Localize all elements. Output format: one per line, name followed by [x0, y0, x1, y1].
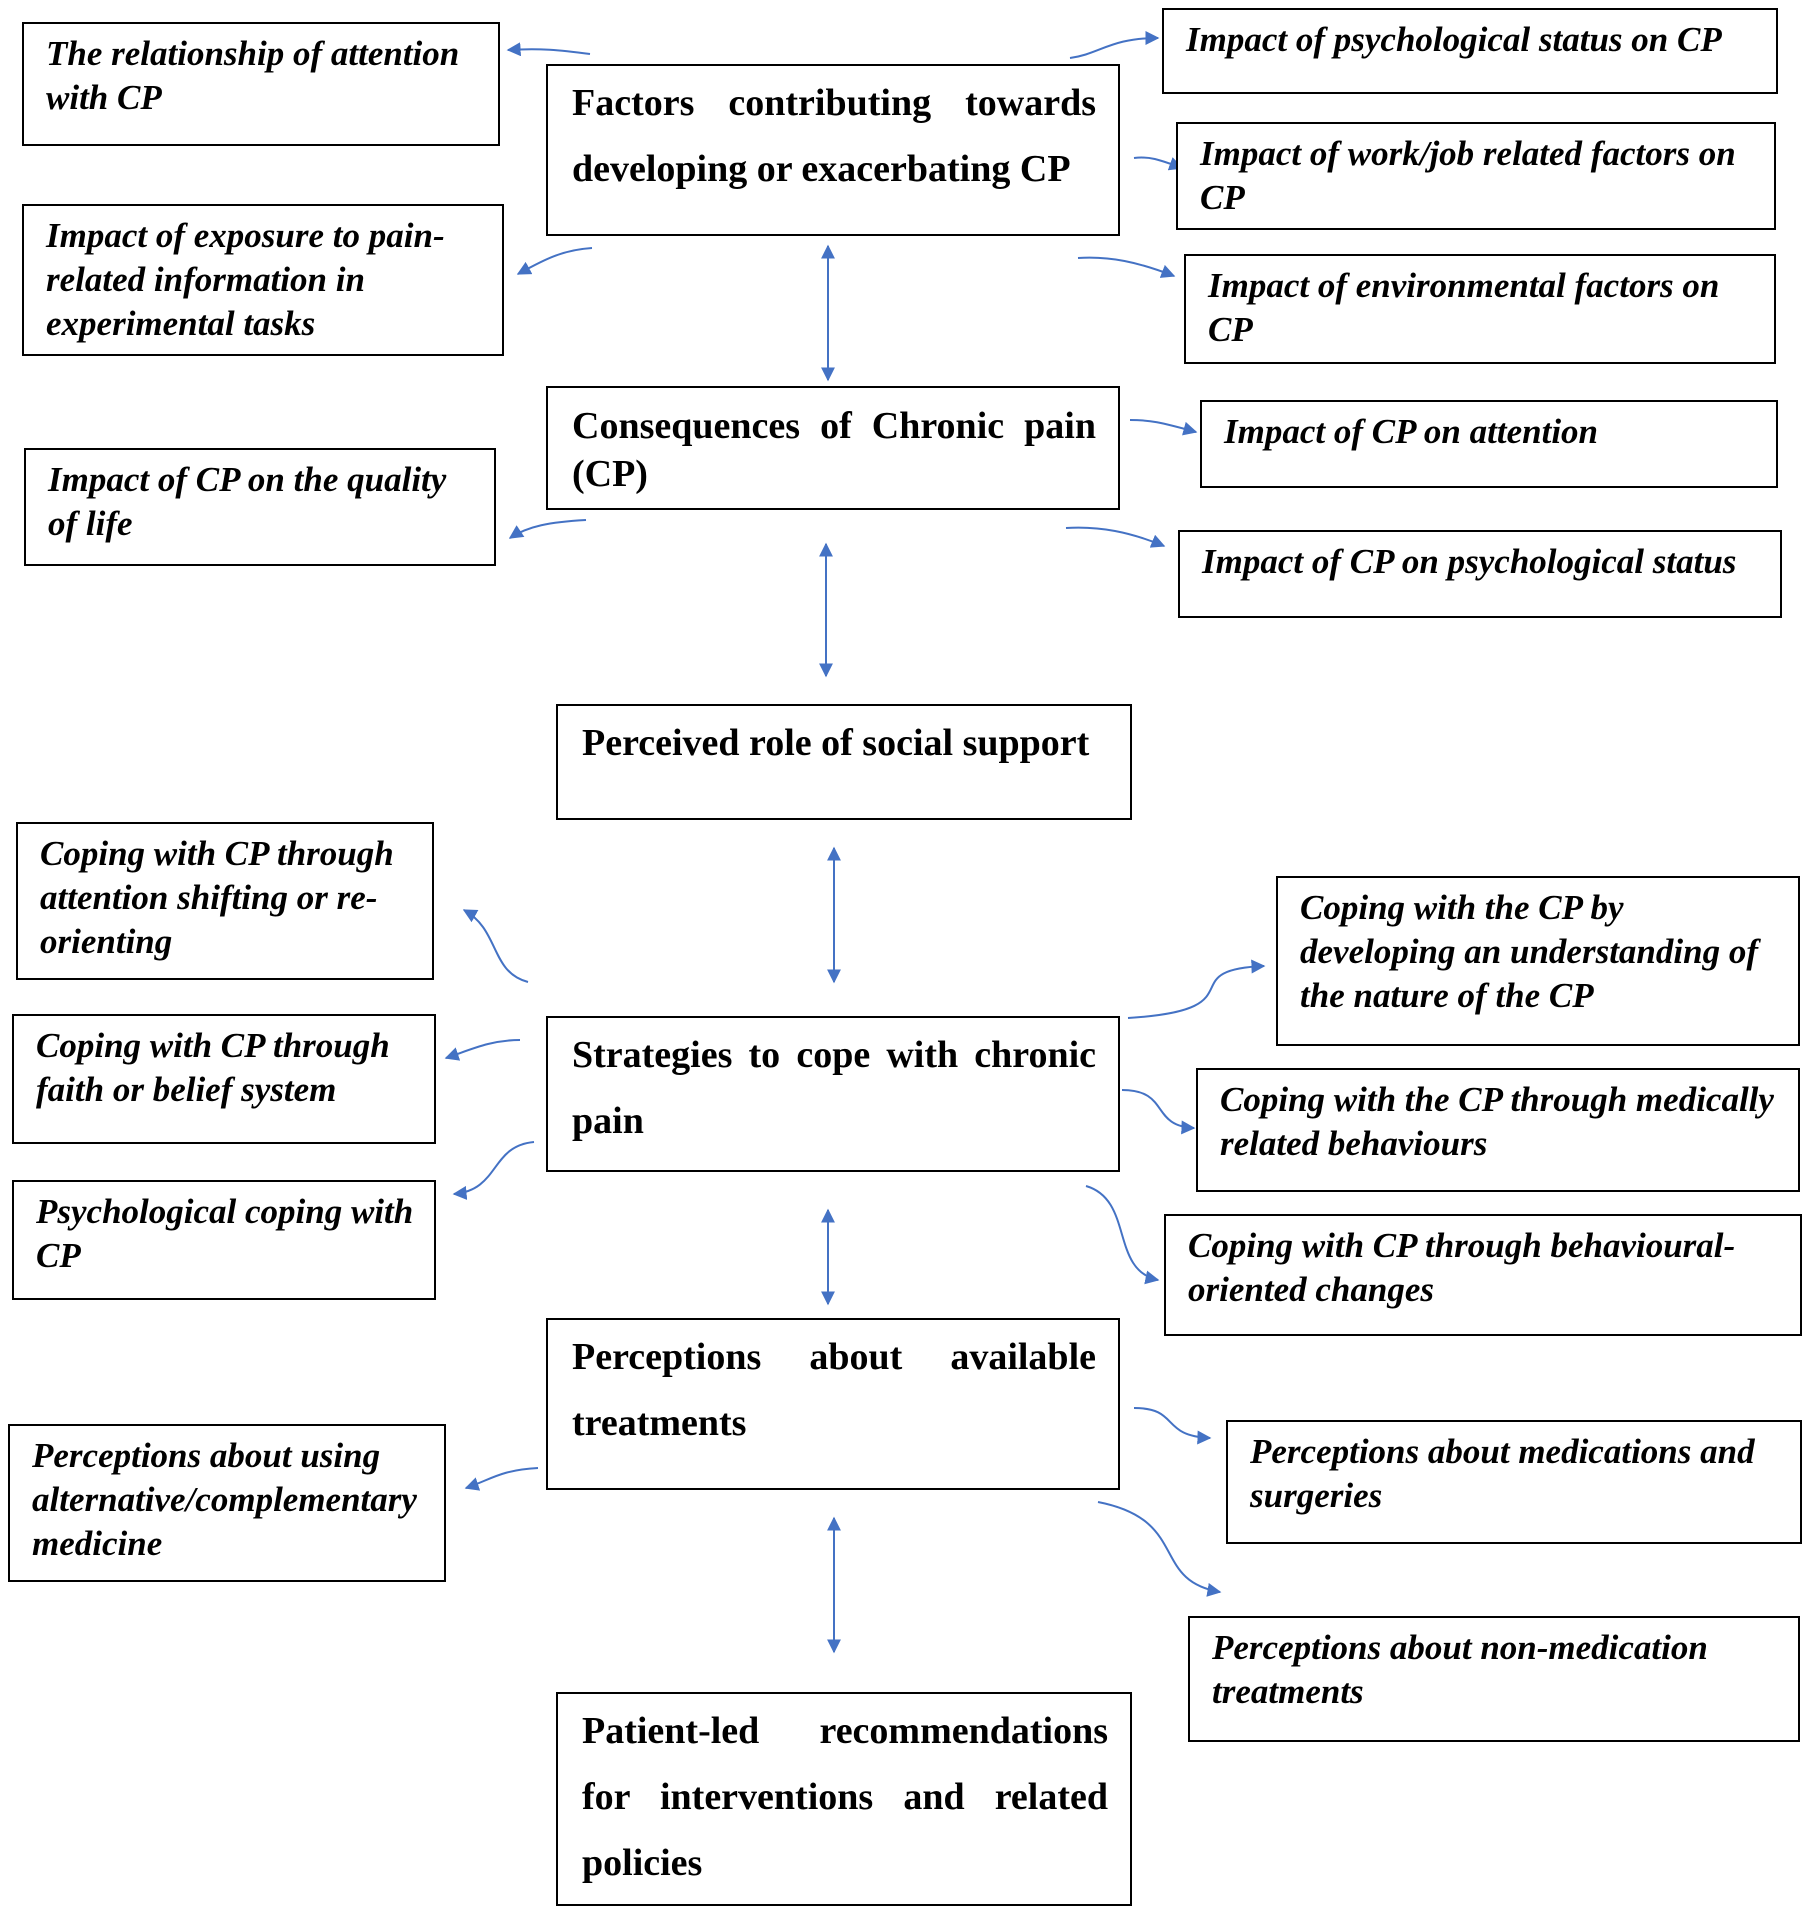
arrow-to-environmental: [1077, 256, 1176, 278]
arrow-to-alternative-medicine: [464, 1467, 539, 1491]
arrow-to-cp-attention: [1129, 419, 1198, 436]
arrow-to-cp-psych: [1065, 526, 1166, 548]
node-recommendations: Patient-led recommendations for interven…: [556, 1692, 1132, 1906]
arrow-to-quality-of-life: [508, 519, 587, 539]
arrow-to-psychological-coping: [452, 1141, 535, 1200]
sub-understanding-nature: Coping with the CP by developing an unde…: [1276, 876, 1800, 1046]
sub-attention-relationship: The relationship of attention with CP: [22, 22, 500, 146]
node-strategies: Strategies to cope with chronic pain: [546, 1016, 1120, 1172]
arrow-to-understanding: [1127, 959, 1266, 1019]
sub-psych-status-on-cp: Impact of psychological status on CP: [1162, 8, 1778, 94]
sub-environmental-factors: Impact of environmental factors on CP: [1184, 254, 1776, 364]
sub-quality-of-life: Impact of CP on the quality of life: [24, 448, 496, 566]
arrow-to-medications: [1133, 1407, 1212, 1445]
arrow-to-psych-status: [1069, 31, 1160, 59]
arrow-to-attention-relationship: [506, 42, 591, 57]
node-social-support: Perceived role of social support: [556, 704, 1132, 820]
sub-cp-on-psych: Impact of CP on psychological status: [1178, 530, 1782, 618]
sub-work-factors: Impact of work/job related factors on CP: [1176, 122, 1776, 230]
sub-behavioural-changes: Coping with CP through behavioural-orien…: [1164, 1214, 1802, 1336]
arrow-to-behavioural-changes: [1085, 1185, 1160, 1285]
sub-non-medication: Perceptions about non-medication treatme…: [1188, 1616, 1800, 1742]
sub-cp-on-attention: Impact of CP on attention: [1200, 400, 1778, 488]
sub-attention-shifting: Coping with CP through attention shiftin…: [16, 822, 434, 980]
sub-faith-belief: Coping with CP through faith or belief s…: [12, 1014, 436, 1144]
sub-psychological-coping: Psychological coping with CP: [12, 1180, 436, 1300]
sub-exposure-pain-info: Impact of exposure to pain-related infor…: [22, 204, 504, 356]
arrow-to-exposure: [516, 247, 593, 275]
node-consequences: Consequences of Chronic pain (CP): [546, 386, 1120, 510]
sub-medical-behaviours: Coping with the CP through medically rel…: [1196, 1068, 1800, 1192]
node-factors: Factors contributing towards developing …: [546, 64, 1120, 236]
arrow-to-medical-behaviours: [1121, 1089, 1196, 1135]
arrow-to-non-medication: [1097, 1501, 1222, 1597]
arrow-to-faith: [444, 1039, 521, 1061]
node-perceptions: Perceptions about available treatments: [546, 1318, 1120, 1490]
sub-medications-surgeries: Perceptions about medications and surger…: [1226, 1420, 1802, 1544]
arrow-to-work-factors: [1133, 156, 1184, 171]
arrow-to-attention-shifting: [462, 909, 529, 983]
sub-alternative-medicine: Perceptions about using alternative/comp…: [8, 1424, 446, 1582]
